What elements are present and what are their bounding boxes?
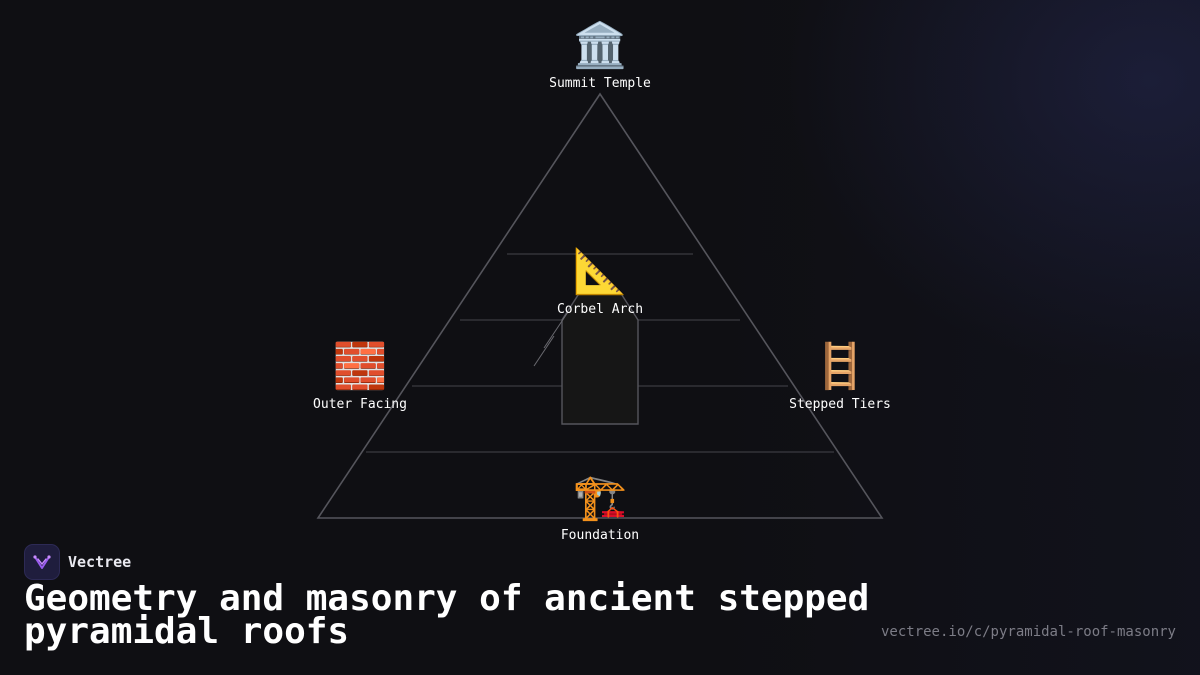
pyramid-outline (316, 92, 884, 519)
node-label: Outer Facing (313, 397, 407, 412)
vectree-logo-icon (24, 544, 60, 580)
temple-icon: 🏛️ (572, 20, 628, 71)
node-foundation: 🏗️ Foundation (560, 472, 640, 544)
node-label: Stepped Tiers (789, 397, 891, 412)
node-label: Corbel Arch (556, 302, 644, 317)
corbel-edge-1 (533, 335, 555, 367)
node-label: Summit Temple (549, 76, 651, 91)
brand-name: Vectree (68, 553, 132, 571)
node-outer-facing: 🧱 Outer Facing (313, 341, 407, 413)
construction-crane-icon: 🏗️ (572, 472, 628, 523)
brand: Vectree (24, 544, 131, 580)
node-summit-temple: 🏛️ Summit Temple (549, 20, 651, 92)
node-corbel-arch: 📐 Corbel Arch (556, 246, 644, 318)
source-url: vectree.io/c/pyramidal-roof-masonry (880, 624, 1176, 640)
page-title: Geometry and masonry of ancient stepped … (24, 578, 870, 652)
node-label: Foundation (560, 528, 640, 543)
corbel-edge-2 (543, 311, 569, 349)
node-stepped-tiers: 🪜 Stepped Tiers (789, 341, 891, 413)
triangular-ruler-icon: 📐 (572, 246, 628, 297)
corbel-arch-chamber (561, 291, 639, 425)
ladder-icon: 🪜 (812, 341, 868, 392)
brick-icon: 🧱 (332, 341, 388, 392)
